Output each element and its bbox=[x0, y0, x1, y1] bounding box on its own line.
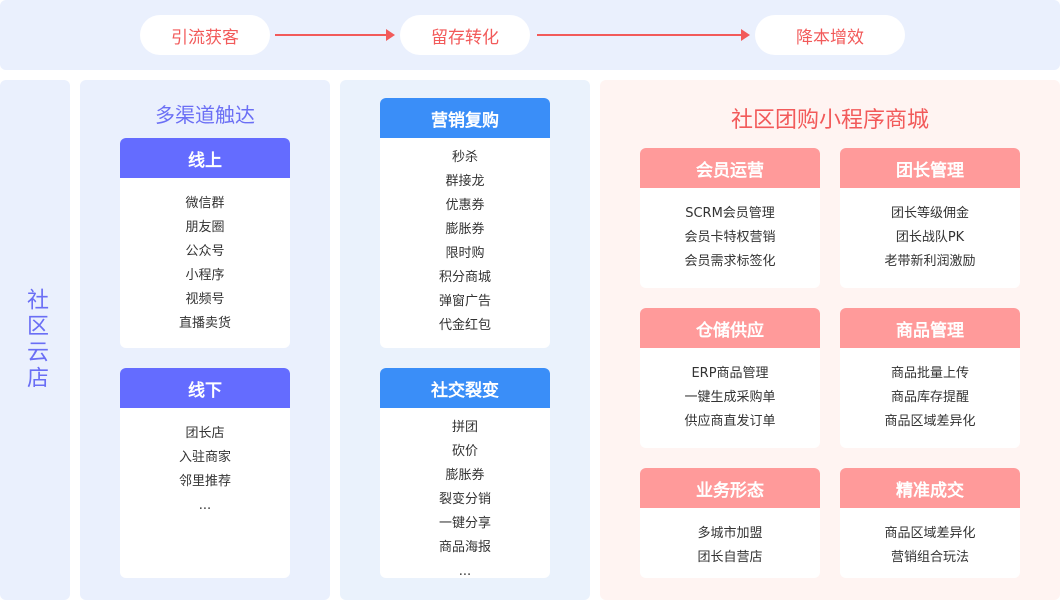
card-item: 小程序 bbox=[185, 268, 225, 283]
card-item: 营销组合玩法 bbox=[890, 550, 969, 565]
card-body: 微信群朋友圈公众号小程序视频号直播卖货 bbox=[120, 178, 290, 336]
feature-card: 精准成交商品区域差异化营销组合玩法 bbox=[840, 468, 1020, 578]
card-item: 一键生成采购单 bbox=[684, 390, 776, 405]
card-item: 团长战队PK bbox=[895, 230, 965, 245]
card-header: 仓储供应 bbox=[640, 308, 820, 348]
card-item: 砍价 bbox=[451, 444, 478, 459]
flow-step-cost: 降本增效 bbox=[755, 15, 905, 55]
card-body: SCRM会员管理会员卡特权营销会员需求标签化 bbox=[640, 188, 820, 274]
arrow-icon bbox=[537, 29, 750, 41]
feature-card: 团长管理团长等级佣金团长战队PK 老带新利润激励 bbox=[840, 148, 1020, 288]
arrow-icon bbox=[275, 29, 395, 41]
feature-card: 业务形态多城市加盟团长自营店 bbox=[640, 468, 820, 578]
card-body: 商品区域差异化营销组合玩法 bbox=[840, 508, 1020, 570]
card-item: 公众号 bbox=[185, 244, 225, 259]
flow-step-acquire: 引流获客 bbox=[140, 15, 270, 55]
card-item: 邻里推荐 bbox=[178, 474, 231, 489]
card-item: SCRM会员管理 bbox=[685, 206, 775, 221]
card-header: 线下 bbox=[120, 368, 290, 408]
card-item: 限时购 bbox=[445, 246, 485, 261]
card-item: 群接龙 bbox=[445, 174, 485, 189]
card-item: 一键分享 bbox=[438, 516, 491, 531]
card-item: 直播卖货 bbox=[178, 316, 231, 331]
card-item: ... bbox=[458, 564, 472, 578]
feature-card: 社交裂变拼团砍价膨胀券裂变分销一键分享商品海报... bbox=[380, 368, 550, 578]
flow-step-retain: 留存转化 bbox=[400, 15, 530, 55]
feature-card: 线上微信群朋友圈公众号小程序视频号直播卖货 bbox=[120, 138, 290, 348]
card-header: 社交裂变 bbox=[380, 368, 550, 408]
card-item: 商品区域差异化 bbox=[884, 526, 976, 541]
card-item: 微信群 bbox=[185, 196, 225, 211]
card-item: 多城市加盟 bbox=[697, 526, 763, 541]
card-item: 膨胀券 bbox=[445, 222, 485, 237]
card-body: 多城市加盟团长自营店 bbox=[640, 508, 820, 570]
card-item: 商品批量上传 bbox=[890, 366, 969, 381]
card-item: ERP商品管理 bbox=[691, 366, 769, 381]
card-header: 商品管理 bbox=[840, 308, 1020, 348]
feature-card: 商品管理商品批量上传商品库存提醒商品区域差异化 bbox=[840, 308, 1020, 448]
card-body: ERP商品管理一键生成采购单供应商直发订单 bbox=[640, 348, 820, 434]
card-item: 团长等级佣金 bbox=[890, 206, 969, 221]
card-item: 会员卡特权营销 bbox=[684, 230, 776, 245]
card-header: 精准成交 bbox=[840, 468, 1020, 508]
card-item: 商品海报 bbox=[438, 540, 491, 555]
card-item: 团长自营店 bbox=[697, 550, 763, 565]
mall-title: 社区团购小程序商城 bbox=[730, 108, 929, 133]
card-item: 商品区域差异化 bbox=[884, 414, 976, 429]
card-item: 代金红包 bbox=[438, 318, 491, 333]
card-item: 裂变分销 bbox=[438, 492, 491, 507]
feature-card: 线下团长店入驻商家邻里推荐... bbox=[120, 368, 290, 578]
side-label: 社区云店 bbox=[23, 288, 48, 392]
card-header: 团长管理 bbox=[840, 148, 1020, 188]
card-header: 业务形态 bbox=[640, 468, 820, 508]
card-header: 营销复购 bbox=[380, 98, 550, 138]
card-item: 供应商直发订单 bbox=[684, 414, 776, 429]
card-item: ... bbox=[198, 498, 212, 513]
card-item: 团长店 bbox=[185, 426, 225, 441]
card-item: 优惠券 bbox=[445, 198, 485, 213]
card-item: 视频号 bbox=[185, 292, 225, 307]
card-header: 线上 bbox=[120, 138, 290, 178]
card-item: 老带新利润激励 bbox=[884, 254, 976, 269]
card-item: 积分商城 bbox=[438, 270, 491, 285]
card-body: 拼团砍价膨胀券裂变分销一键分享商品海报... bbox=[380, 408, 550, 578]
card-item: 膨胀券 bbox=[445, 468, 485, 483]
card-body: 团长店入驻商家邻里推荐... bbox=[120, 408, 290, 518]
card-item: 商品库存提醒 bbox=[890, 390, 969, 405]
card-body: 秒杀群接龙优惠券膨胀券限时购积分商城弹窗广告代金红包 bbox=[380, 138, 550, 338]
channels-title: 多渠道触达 bbox=[155, 103, 255, 127]
card-body: 团长等级佣金团长战队PK 老带新利润激励 bbox=[840, 188, 1020, 274]
card-item: 入驻商家 bbox=[178, 450, 231, 465]
side-column bbox=[0, 80, 70, 600]
feature-card: 营销复购秒杀群接龙优惠券膨胀券限时购积分商城弹窗广告代金红包 bbox=[380, 98, 550, 348]
card-body: 商品批量上传商品库存提醒商品区域差异化 bbox=[840, 348, 1020, 434]
card-item: 拼团 bbox=[451, 420, 478, 435]
card-header: 会员运营 bbox=[640, 148, 820, 188]
card-item: 秒杀 bbox=[451, 150, 478, 165]
card-item: 弹窗广告 bbox=[438, 294, 491, 309]
card-item: 朋友圈 bbox=[185, 220, 225, 235]
card-item: 会员需求标签化 bbox=[684, 254, 776, 269]
